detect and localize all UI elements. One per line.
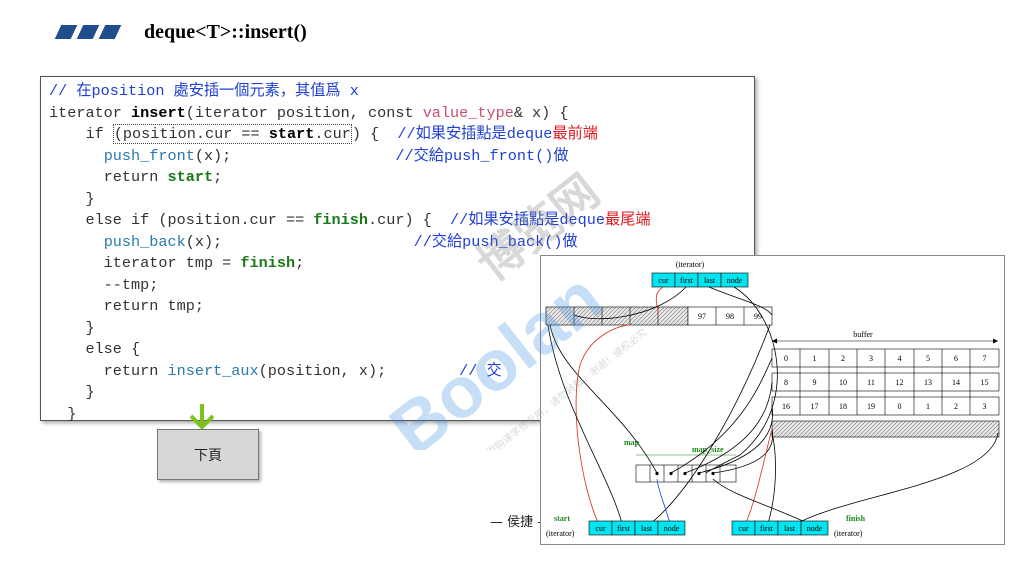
code-line-10: --tmp; xyxy=(49,275,159,294)
buffer-cell: 14 xyxy=(952,378,960,387)
code-line-5: return start; xyxy=(49,168,223,186)
title-stripe-icon xyxy=(76,25,100,39)
buffer-arrow-right xyxy=(993,338,998,344)
start-iterator: cur first last node xyxy=(588,520,686,536)
start-iter-first: first xyxy=(617,524,631,533)
map-label: map xyxy=(624,438,640,447)
buffer-cell: 5 xyxy=(926,354,930,363)
code-line-3: if (position.cur == start.cur) { //如果安插點… xyxy=(49,124,598,144)
buffer-arrow-left xyxy=(772,338,777,344)
buffer-cell: 4 xyxy=(898,354,902,363)
title-stripe-icon xyxy=(54,25,78,39)
code-text: // 在position 處安插一個元素，其值爲 x iterator inse… xyxy=(49,81,651,425)
start-iter-node: node xyxy=(664,524,680,533)
buffer-cell: 6 xyxy=(954,354,958,363)
buffer-cell: 10 xyxy=(839,378,847,387)
buffer-label: buffer xyxy=(853,330,873,339)
author-credit: — 侯捷 — xyxy=(490,515,551,530)
code-line-2: iterator insert(iterator position, const… xyxy=(49,103,569,122)
buffer-cell: 19 xyxy=(867,402,875,411)
buffer-cell: 3 xyxy=(869,354,873,363)
buffer-rows xyxy=(771,348,1000,438)
code-line-11: return tmp; xyxy=(49,297,204,315)
code-line-7: else if (position.cur == finish.cur) { /… xyxy=(49,211,651,229)
buffer-cell: 0 xyxy=(784,354,788,363)
buffer-cell: 15 xyxy=(981,378,989,387)
buffer-cell: 8 xyxy=(784,378,788,387)
code-line-16: } xyxy=(49,404,77,423)
finish-label: finish xyxy=(846,514,866,523)
top-iter-first: first xyxy=(680,276,694,285)
top-iterator: cur first last node xyxy=(651,272,749,288)
code-line-9: iterator tmp = finish; xyxy=(49,254,305,272)
code-line-6: } xyxy=(49,189,95,208)
finish-iter-caption: (iterator) xyxy=(834,529,863,538)
buffer-cell: 1 xyxy=(813,354,817,363)
code-line-12: } xyxy=(49,318,95,337)
code-line-1: // 在position 處安插一個元素，其值爲 x xyxy=(49,82,359,100)
start-iter-cur: cur xyxy=(595,524,606,533)
start-iter-caption: (iterator) xyxy=(546,529,575,538)
start-label: start xyxy=(554,514,570,523)
buffer-cell: 1 xyxy=(926,402,930,411)
code-line-4: push_front(x); //交給push_front()做 xyxy=(103,146,569,165)
top-iter-cur: cur xyxy=(658,276,669,285)
slide-title-bar: deque<T>::insert() xyxy=(54,20,307,44)
buffer-row-1: 8 9 10 11 12 13 14 15 xyxy=(784,378,989,387)
buffer-cell: 3 xyxy=(983,402,987,411)
buffer-cell: 17 xyxy=(811,402,819,411)
buffer-row-0: 0 1 2 3 4 5 6 7 xyxy=(784,354,987,363)
buffer-cell: 11 xyxy=(867,378,875,387)
buffer-cell: 18 xyxy=(839,402,847,411)
title-stripe-icon xyxy=(98,25,122,39)
deque-structure-diagram: (iterator) cur first last node 97 98 99 … xyxy=(540,255,1005,545)
finish-iter-last: last xyxy=(784,524,796,533)
highlight-box: (position.cur == start.cur xyxy=(112,124,352,144)
buffer-cell: 13 xyxy=(924,378,932,387)
start-iter-last: last xyxy=(641,524,653,533)
finish-iter-node: node xyxy=(807,524,823,533)
top-iter-last: last xyxy=(704,276,716,285)
top-iter-node: node xyxy=(727,276,743,285)
buffer-cell: 2 xyxy=(841,354,845,363)
next-page-button[interactable]: 下頁 xyxy=(157,429,259,480)
down-arrow-icon xyxy=(189,404,215,430)
code-line-15: } xyxy=(49,383,95,401)
buffer-row-2: 16 17 18 19 0 1 2 3 xyxy=(782,402,987,411)
top-buffer: 97 98 99 xyxy=(545,306,773,326)
code-line-13: else { xyxy=(49,340,141,358)
buffer-cell: 0 xyxy=(898,402,902,411)
buffer-cell: 9 xyxy=(813,378,817,387)
buffer-cell: 7 xyxy=(983,354,987,363)
buffer-cell: 12 xyxy=(896,378,904,387)
code-line-8: push_back(x); //交給push_back()做 xyxy=(103,232,578,251)
buffer-cell: 2 xyxy=(954,402,958,411)
code-listing: // 在position 處安插一個元素，其值爲 x iterator inse… xyxy=(40,76,755,423)
top-buffer-cell: 99 xyxy=(754,312,762,321)
pointer-curves xyxy=(547,286,999,528)
top-buffer-cell: 98 xyxy=(726,312,734,321)
finish-iterator: cur first last node xyxy=(731,520,829,536)
code-line-14: return insert_aux(position, x); // 交 xyxy=(49,361,502,380)
slide-title: deque<T>::insert() xyxy=(144,20,307,43)
finish-iter-first: first xyxy=(760,524,774,533)
top-iterator-caption: (iterator) xyxy=(676,260,705,269)
top-buffer-cell: 97 xyxy=(698,312,706,321)
map-size-label: map_size xyxy=(692,445,724,454)
finish-iter-cur: cur xyxy=(738,524,749,533)
buffer-cell: 16 xyxy=(782,402,790,411)
